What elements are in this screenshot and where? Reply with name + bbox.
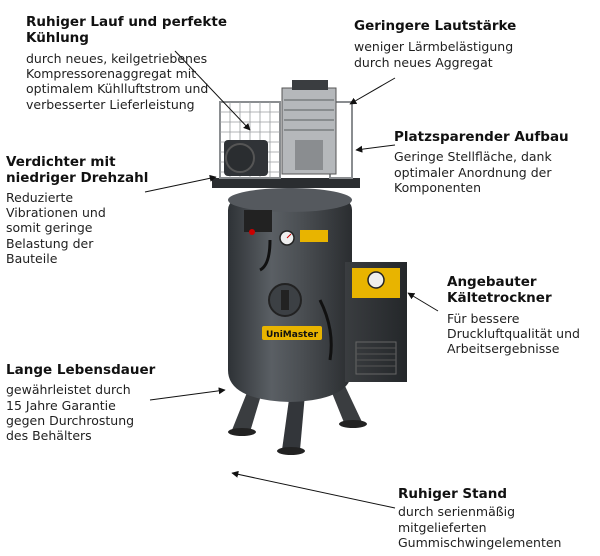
callout-title: Geringere Lautstärke — [354, 18, 517, 34]
motor-platform — [212, 178, 360, 188]
refrigeration-dryer — [345, 262, 407, 382]
callout-text: durch serienmäßig mitgelieferten Gummisc… — [398, 504, 562, 550]
compressor-head — [281, 80, 337, 175]
callout-arrows — [144, 50, 439, 509]
callout-stand: Ruhiger Stand durch serienmäßig mitgelie… — [398, 486, 561, 550]
pressure-switch — [244, 210, 272, 232]
callout-lautstaerke: Geringere Lautstärke weniger Lärmbelästi… — [354, 18, 516, 70]
callout-title: Ruhiger Lauf und perfekte Kühlung — [26, 14, 227, 47]
callout-kaeltetrockner: Angebauter Kältetrockner Für bessere Dru… — [447, 274, 580, 357]
callout-text: durch neues, keilgetriebenes Kompressore… — [26, 50, 209, 112]
air-tank: UniMaster — [228, 188, 352, 402]
callout-ruhiger-lauf: Ruhiger Lauf und perfekte Kühlung durch … — [26, 14, 227, 112]
warning-label — [300, 230, 328, 242]
callout-text: Geringe Stellfläche, dank optimaler Anor… — [394, 149, 552, 195]
callout-verdichter: Verdichter mit niedriger Drehzahl Reduzi… — [6, 154, 148, 266]
callout-text: weniger Lärmbelästigung durch neues Aggr… — [354, 39, 514, 70]
callout-title: Angebauter Kältetrockner — [447, 274, 552, 307]
callout-title: Platzsparender Aufbau — [394, 129, 569, 145]
callout-title: Lange Lebensdauer — [6, 362, 156, 378]
brand-plate — [262, 326, 322, 340]
callout-text: Für bessere Druckluftqualität und Arbeit… — [447, 310, 580, 357]
callout-platzsparend: Platzsparender Aufbau Geringe Stellfläch… — [394, 129, 569, 195]
electric-motor — [224, 140, 268, 176]
callout-lebensdauer: Lange Lebensdauer gewährleistet durch 15… — [6, 362, 155, 443]
dryer-gauge-icon — [367, 271, 385, 289]
callout-title: Ruhiger Stand — [398, 486, 507, 502]
callout-text: gewährleistet durch 15 Jahre Garantie ge… — [6, 382, 135, 444]
callout-title: Verdichter mit niedriger Drehzahl — [6, 154, 149, 187]
brand-label: UniMaster — [266, 330, 319, 340]
callout-text: Reduzierte Vibrationen und somit geringe… — [6, 189, 106, 266]
